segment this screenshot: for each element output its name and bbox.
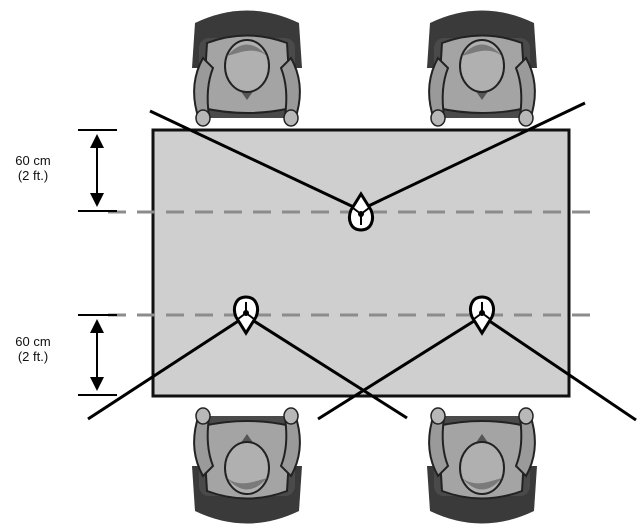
participant-bottom-left (191, 407, 303, 525)
participant-top-right (426, 9, 538, 127)
dimension-arrow-icon (78, 129, 117, 212)
conference-table (151, 128, 571, 398)
participant-bottom-right (426, 407, 538, 525)
dimension-label-top: 60 cm (2 ft.) (2, 153, 64, 183)
dimension-alt-value: (2 ft.) (17, 168, 49, 183)
dimension-alt-value: (2 ft.) (17, 349, 49, 364)
dimension-value: 60 cm (15, 334, 51, 349)
pickup-lines-right-mic (317, 314, 637, 422)
dimension-label-bottom: 60 cm (2 ft.) (2, 334, 64, 364)
participant-top-left (191, 9, 303, 127)
dimension-arrow-icon (78, 314, 117, 396)
pickup-lines-center-mic (149, 101, 586, 212)
pickup-lines-left-mic (87, 314, 408, 421)
dimension-value: 60 cm (15, 153, 51, 168)
